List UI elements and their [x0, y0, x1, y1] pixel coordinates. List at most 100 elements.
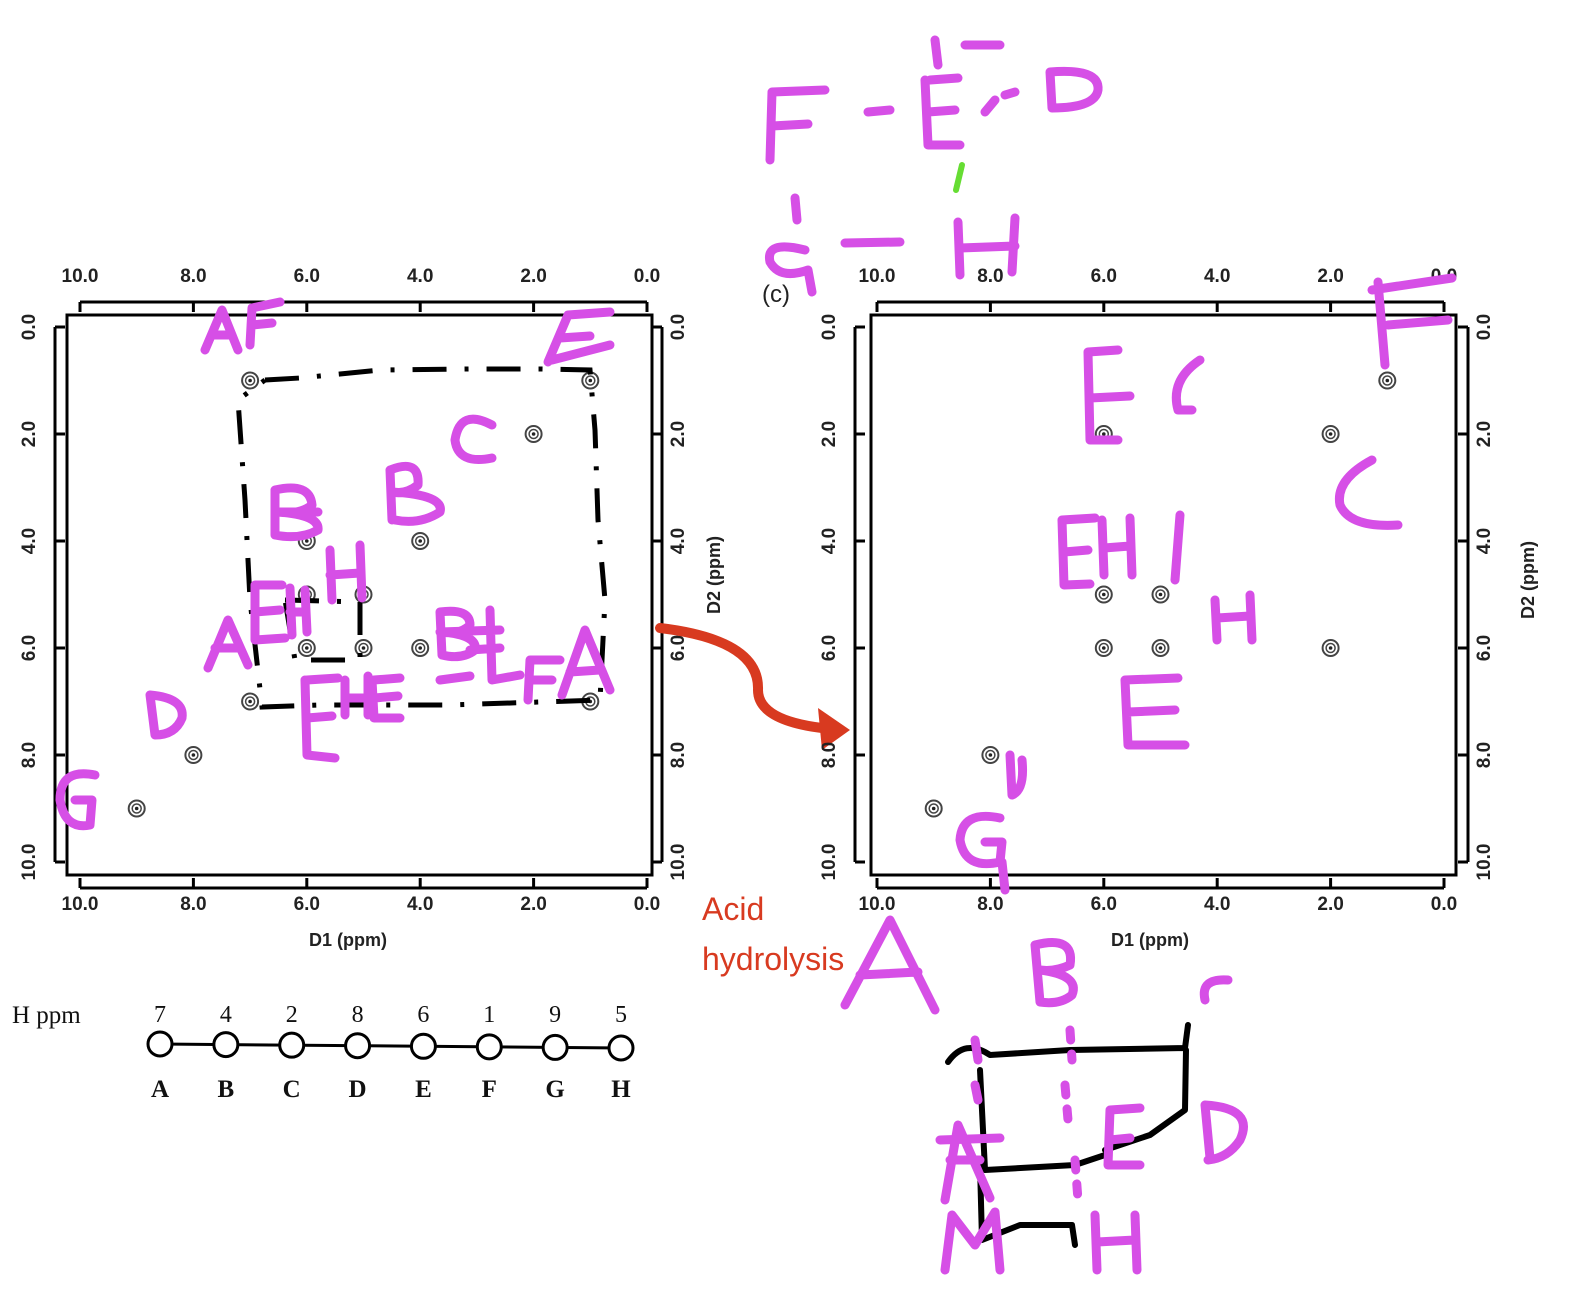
chain-node-circle: [146, 1030, 174, 1058]
chain-node-label: E: [415, 1076, 432, 1103]
arrow-label-line2: hydrolysis: [702, 941, 844, 977]
chain-node-label: G: [545, 1076, 564, 1103]
hw-A-node-lower: [935, 1120, 1005, 1205]
hw-A-label-mid: [203, 615, 253, 673]
left-dashed-boxes: [235, 366, 608, 710]
top-tick-label: 2.0: [1317, 266, 1343, 287]
bottom-structure-sketch: [840, 915, 1248, 1275]
right-handwritten-annotations: [955, 273, 1457, 895]
chain-node-ppm: 7: [154, 1002, 166, 1028]
bottom-tick-label: 0.0: [1431, 894, 1457, 915]
left-tick-label: 6.0: [19, 635, 40, 661]
chain-node-ppm: 1: [483, 1002, 495, 1028]
right-tick-label: 6.0: [1474, 635, 1495, 661]
nmr-peak: [241, 692, 260, 711]
chain-node-circle: [475, 1033, 503, 1061]
left-dashed-outer-box: [235, 366, 608, 710]
hw-C-label-right2: [1334, 455, 1403, 530]
nmr-peak: [1321, 639, 1340, 657]
right-plot-frame: [869, 313, 1458, 877]
nmr-peak: [1378, 371, 1397, 390]
chain-node-ppm: 6: [417, 1002, 429, 1028]
top-tick-label: 10.0: [859, 266, 896, 287]
chain-title: H ppm: [12, 1002, 81, 1029]
hw-G-label-right: [955, 811, 1010, 895]
top-tick-label: 8.0: [977, 266, 1003, 287]
right-tick-label: 0.0: [668, 314, 689, 340]
chain-node-a: 7A: [146, 1002, 174, 1103]
right-tick-label: 0.0: [1474, 314, 1495, 340]
hw-G-node-top: [764, 242, 817, 297]
chain-node-circle: [344, 1032, 372, 1060]
right-d2-label: D2 (ppm): [1518, 541, 1538, 619]
right-tick-label: 4.0: [1474, 528, 1495, 554]
nmr-peak: [411, 532, 430, 550]
hw-E-node-top: [920, 35, 1005, 150]
right-tick-label: 10.0: [668, 844, 689, 881]
right-tick-label: 10.0: [1474, 844, 1495, 881]
left-panel: 10.010.08.08.06.06.04.04.02.02.00.00.00.…: [19, 266, 724, 950]
arrow-label-line1: Acid: [702, 891, 764, 927]
left-handwritten-annotations: [55, 297, 615, 831]
hw-EH-label-right: [1057, 510, 1185, 590]
chain-node-h: 5H: [607, 1002, 635, 1103]
chain-node-label: B: [218, 1076, 235, 1103]
hw-bond-E-D: [980, 87, 1020, 117]
left-tick-label: 10.0: [819, 844, 840, 881]
bottom-tick-label: 8.0: [180, 894, 206, 915]
chain-node-label: D: [349, 1076, 367, 1103]
nmr-peak: [1094, 585, 1113, 604]
hw-dotted-link: [1060, 1025, 1083, 1205]
left-tick-label: 2.0: [19, 421, 40, 447]
hydrolysis-arrow-group: Acid hydrolysis: [655, 623, 850, 977]
chain-node-b: 4B: [212, 1002, 240, 1103]
hw-EHE-label: [300, 671, 405, 763]
left-tick-label: 4.0: [19, 528, 40, 554]
left-tick-label: 0.0: [19, 314, 40, 340]
bottom-tick-label: 10.0: [859, 894, 896, 915]
bottom-tick-label: 2.0: [1317, 894, 1343, 915]
nmr-peak: [581, 692, 600, 711]
nmr-peak: [1321, 425, 1340, 443]
chain-node-ppm: 5: [615, 1002, 627, 1028]
chain-node-f: 1F: [475, 1002, 503, 1103]
chain-node-ppm: 8: [352, 1002, 364, 1028]
hw-EB-label: [270, 483, 323, 542]
hw-C-label-right1: [1171, 355, 1205, 415]
chain-node-ppm: 4: [220, 1002, 232, 1028]
green-bond-mark: [953, 162, 965, 193]
hw-H-label: [325, 540, 367, 605]
nmr-peak: [581, 371, 600, 390]
top-tick-label: 6.0: [294, 266, 320, 287]
hw-E-label-right2: [1120, 673, 1190, 750]
nmr-peak: [411, 639, 430, 657]
left-tick-label: 0.0: [819, 314, 840, 340]
hw-D-label-right: [1005, 750, 1027, 800]
hw-EH-label: [250, 580, 312, 645]
left-tick-label: 10.0: [19, 844, 40, 881]
hw-AF-label: [200, 297, 285, 355]
chain-node-label: H: [611, 1076, 631, 1103]
hw-D-node-top: [1045, 66, 1103, 113]
top-tick-label: 8.0: [180, 266, 206, 287]
chain-node-circle: [607, 1034, 635, 1062]
chain-node-ppm: 2: [286, 1002, 298, 1028]
hw-BF-label: [435, 605, 525, 685]
left-plot-frame: [65, 313, 654, 877]
chain-node-circle: [409, 1032, 437, 1060]
chain-node-label: A: [151, 1076, 169, 1103]
bottom-tick-label: 2.0: [520, 894, 546, 915]
chain-node-label: F: [482, 1076, 497, 1103]
chain-node-e: 6E: [409, 1002, 437, 1103]
hw-F-label-right: [1367, 273, 1457, 370]
hw-G-label-left: [55, 769, 100, 831]
hw-D-node-bottom: [1200, 1100, 1248, 1165]
top-tick-label: 6.0: [1091, 266, 1117, 287]
hw-C-label: [450, 414, 497, 464]
hw-B-node-bottom: [1030, 938, 1078, 1008]
hydrolysis-arrow: [655, 623, 827, 733]
nmr-peak: [981, 746, 1000, 764]
nmr-peak: [354, 639, 373, 657]
